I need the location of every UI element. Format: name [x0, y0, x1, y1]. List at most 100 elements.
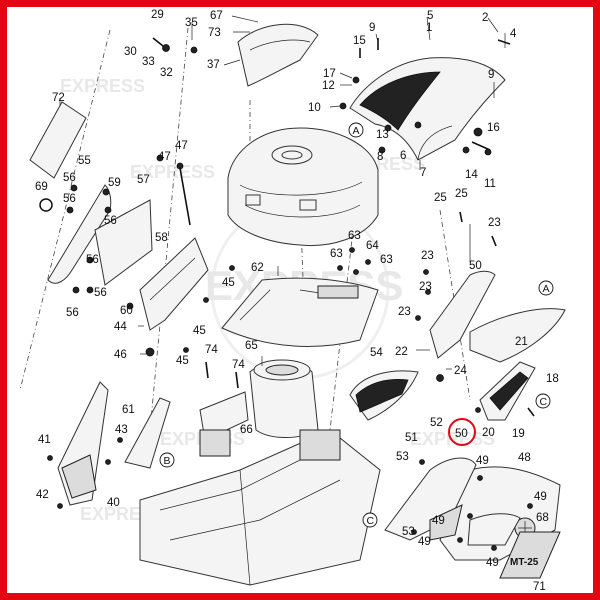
callout-17: 17 [323, 68, 336, 80]
ref-c-2: C [367, 515, 375, 527]
callout-49-e: 49 [486, 557, 499, 569]
callout-2: 2 [482, 12, 488, 24]
callout-11: 11 [484, 178, 496, 190]
callout-63-c: 63 [380, 254, 393, 266]
callout-69: 69 [35, 181, 48, 193]
highlight-ring [448, 418, 476, 446]
air-scoop [221, 277, 379, 347]
callout-63-b: 63 [330, 248, 343, 260]
hardware [39, 37, 535, 551]
callout-9-top: 9 [369, 22, 375, 34]
callout-61: 61 [122, 404, 135, 416]
callout-59: 59 [108, 177, 121, 189]
callout-44: 44 [114, 321, 127, 333]
callout-45-c: 45 [176, 355, 189, 367]
left-lower-panel [57, 381, 109, 506]
callout-30: 30 [124, 46, 137, 58]
left-side-cover [47, 184, 153, 286]
callout-53-b: 53 [402, 526, 415, 538]
watermark-mid-right: EXPRESS [410, 429, 495, 449]
callout-58: 58 [155, 232, 168, 244]
callout-50-upper: 50 [469, 260, 482, 272]
ref-a-2-circle [538, 280, 554, 296]
callout-labels: 29 35 67 73 30 33 32 37 5 9 1 2 4 15 9 1… [35, 9, 559, 593]
callout-47-b: 47 [175, 140, 188, 152]
callout-10: 10 [308, 102, 321, 114]
callout-43: 43 [115, 424, 128, 436]
callout-65: 65 [245, 340, 258, 352]
callout-25-a: 25 [434, 192, 447, 204]
callout-12: 12 [322, 80, 335, 92]
callout-62: 62 [251, 262, 264, 274]
ref-c-1-circle [535, 393, 551, 409]
support-rod [176, 162, 191, 226]
callout-8: 8 [377, 151, 383, 163]
bracket-58 [139, 237, 209, 331]
callout-9-right: 9 [488, 69, 494, 81]
callout-49-c: 49 [432, 515, 445, 527]
ref-b-1-circle [159, 452, 175, 468]
callout-42: 42 [36, 489, 49, 501]
callout-57: 57 [137, 174, 150, 186]
callout-71: 71 [533, 581, 546, 593]
callout-7: 7 [420, 167, 426, 179]
callout-73: 73 [208, 27, 221, 39]
callout-23-d: 23 [398, 306, 411, 318]
bracket-66 [199, 391, 249, 457]
ref-c-2-circle [362, 512, 378, 528]
callout-56-f: 56 [66, 307, 79, 319]
callout-47-a: 47 [158, 151, 171, 163]
callout-16: 16 [487, 122, 500, 134]
callout-67: 67 [210, 10, 223, 22]
callout-40: 40 [107, 497, 120, 509]
ref-a-2: A [543, 283, 550, 295]
callout-56-a: 56 [63, 172, 76, 184]
side-panel [349, 370, 419, 421]
callout-20: 20 [482, 427, 495, 439]
callout-41: 41 [38, 434, 51, 446]
callout-45-b: 45 [193, 325, 206, 337]
callout-72: 72 [52, 92, 65, 104]
callout-19: 19 [512, 428, 525, 440]
callout-56-d: 56 [86, 254, 99, 266]
callout-68: 68 [536, 512, 549, 524]
ref-b-1: B [164, 455, 171, 467]
right-fairing-lower [479, 361, 536, 421]
main-frame [139, 429, 381, 586]
callout-23-b: 23 [421, 250, 434, 262]
right-fairing-upper [429, 270, 566, 363]
model-badge: MT-25 [499, 531, 561, 579]
callout-1: 1 [426, 22, 432, 34]
ref-a-1: A [353, 125, 360, 137]
callout-53-a: 53 [396, 451, 409, 463]
callout-37: 37 [207, 59, 220, 71]
air-box [249, 359, 319, 438]
callout-54: 54 [370, 347, 383, 359]
callout-56-b: 56 [63, 193, 76, 205]
badge-text: MT-25 [510, 557, 539, 568]
callout-56-c: 56 [104, 215, 117, 227]
callout-63-a: 63 [348, 230, 361, 242]
callout-23-c: 23 [419, 281, 432, 293]
callout-5: 5 [427, 10, 433, 22]
callout-6: 6 [400, 150, 406, 162]
reference-markers: A A B C C [159, 122, 554, 528]
callout-25-b: 25 [455, 188, 468, 200]
callout-49-b: 49 [534, 491, 547, 503]
callout-64: 64 [366, 240, 379, 252]
callout-48: 48 [518, 452, 531, 464]
callout-18: 18 [546, 373, 559, 385]
callout-46: 46 [114, 349, 127, 361]
tank-cover [237, 23, 319, 87]
callout-74-b: 74 [232, 359, 245, 371]
callout-49-d: 49 [418, 536, 431, 548]
callout-13: 13 [376, 129, 389, 141]
callout-32: 32 [160, 67, 173, 79]
watermark-top-left: EXPRESS [60, 76, 145, 96]
callout-23-a: 23 [488, 217, 501, 229]
callout-21: 21 [515, 336, 528, 348]
callout-56-e: 56 [94, 287, 107, 299]
callout-14: 14 [465, 169, 478, 181]
callout-60: 60 [120, 305, 133, 317]
